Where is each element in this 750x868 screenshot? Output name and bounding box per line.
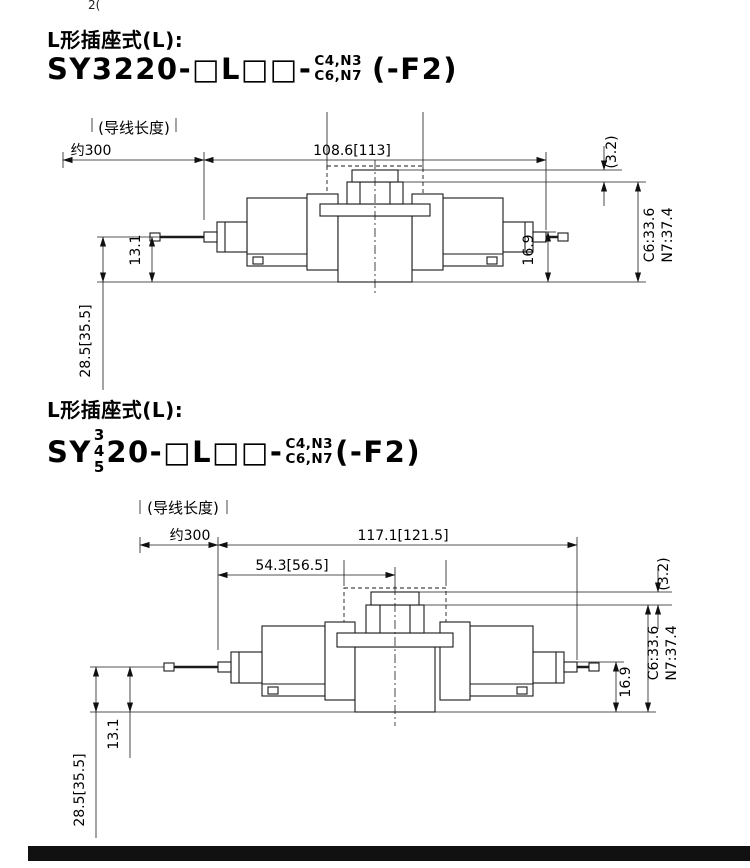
model2-series-5: 5	[93, 457, 105, 476]
section2-heading: L形插座式(L):	[47, 398, 184, 422]
model2-port-options: C4,N3 C6,N7	[285, 435, 334, 467]
section2-model-number: SY 3 4 5 20-□L□□- C4,N3 C6,N7 (-F2)	[47, 426, 422, 476]
model1-port-options: C4,N3 C6,N7	[314, 52, 362, 84]
dim-n7-height-1: N7:37.4	[660, 207, 676, 262]
dim-height-13-1-1: 13.1	[128, 234, 144, 265]
dim-half-width-2: 54.3[56.5]	[255, 558, 328, 574]
dim-lead-length-1: 约300	[71, 143, 112, 159]
valve-assembly-2	[163, 560, 600, 726]
model2-series-options: 3 4 5	[93, 426, 105, 476]
dimension-drawing-1: (导线长度) 约300 108.6[113] (3.2) 16.9 C6:33.…	[62, 112, 676, 390]
model2-suffix: (-F2)	[335, 434, 422, 469]
dimension-lines-2	[90, 500, 672, 838]
dimension-drawing-2: (导线长度) 约300 117.1[121.5] 54.3[56.5] (3.2…	[72, 499, 680, 838]
dim-base-height-1: 28.5[35.5]	[78, 304, 94, 377]
model2-port-bottom: C6,N7	[285, 450, 334, 467]
dim-c6-height-1: C6:33.6	[642, 208, 658, 263]
model1-port-bottom: C6,N7	[314, 68, 362, 84]
model2-series-3: 3	[93, 426, 105, 444]
dim-height-13-1-2: 13.1	[106, 718, 122, 749]
dimension-texts-1: (导线长度) 约300 108.6[113] (3.2) 16.9 C6:33.…	[71, 119, 676, 378]
dim-lead-length-2: 约300	[170, 528, 211, 544]
dim-lead-label-1: (导线长度)	[98, 119, 170, 137]
model1-suffix: (-F2)	[371, 52, 459, 86]
dim-height-16-9-1: 16.9	[521, 234, 537, 265]
dimension-lines-1	[62, 118, 646, 390]
footer-bar	[28, 846, 750, 861]
dimension-texts-2: (导线长度) 约300 117.1[121.5] 54.3[56.5] (3.2…	[72, 499, 680, 827]
section1-heading: L形插座式(L):	[47, 28, 184, 52]
model2-series-4: 4	[93, 441, 105, 460]
dim-n7-height-2: N7:37.4	[664, 625, 680, 680]
valve-assembly-1	[149, 112, 569, 296]
model2-prefix: SY	[47, 434, 92, 469]
dim-base-height-2: 28.5[35.5]	[72, 753, 88, 826]
cropped-text-fragment: 2(	[88, 0, 101, 12]
dim-c6-height-2: C6:33.6	[646, 626, 662, 681]
model2-port-top: C4,N3	[285, 435, 334, 452]
dim-overall-width-2: 117.1[121.5]	[357, 528, 448, 544]
dim-height-16-9-2: 16.9	[618, 666, 634, 697]
model1-prefix: SY3220-□L□□-	[47, 52, 313, 86]
dim-plate-thickness-2: (3.2)	[656, 557, 672, 590]
dim-plate-thickness-1: (3.2)	[604, 135, 620, 168]
model1-port-top: C4,N3	[314, 52, 362, 69]
section1-model-number: SY3220-□L□□- C4,N3 C6,N7 (-F2)	[47, 52, 458, 86]
model2-mid: 20-□L□□-	[106, 434, 284, 469]
dim-lead-label-2: (导线长度)	[147, 499, 219, 517]
dim-overall-width-1: 108.6[113]	[313, 143, 391, 159]
